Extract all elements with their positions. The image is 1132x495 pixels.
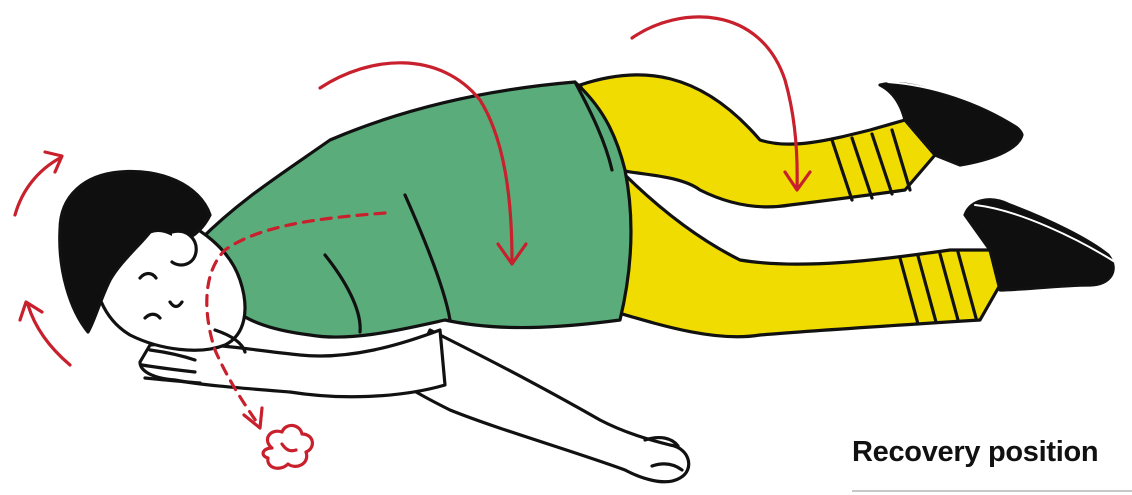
vomit-puff-icon bbox=[263, 425, 312, 468]
caption-divider bbox=[852, 490, 1132, 492]
lower-arm bbox=[405, 330, 689, 482]
head-tilt-up-arrow bbox=[15, 158, 60, 215]
figure-caption: Recovery position bbox=[852, 436, 1098, 469]
shirt bbox=[200, 82, 631, 337]
head-tilt-down-arrow bbox=[28, 305, 70, 365]
